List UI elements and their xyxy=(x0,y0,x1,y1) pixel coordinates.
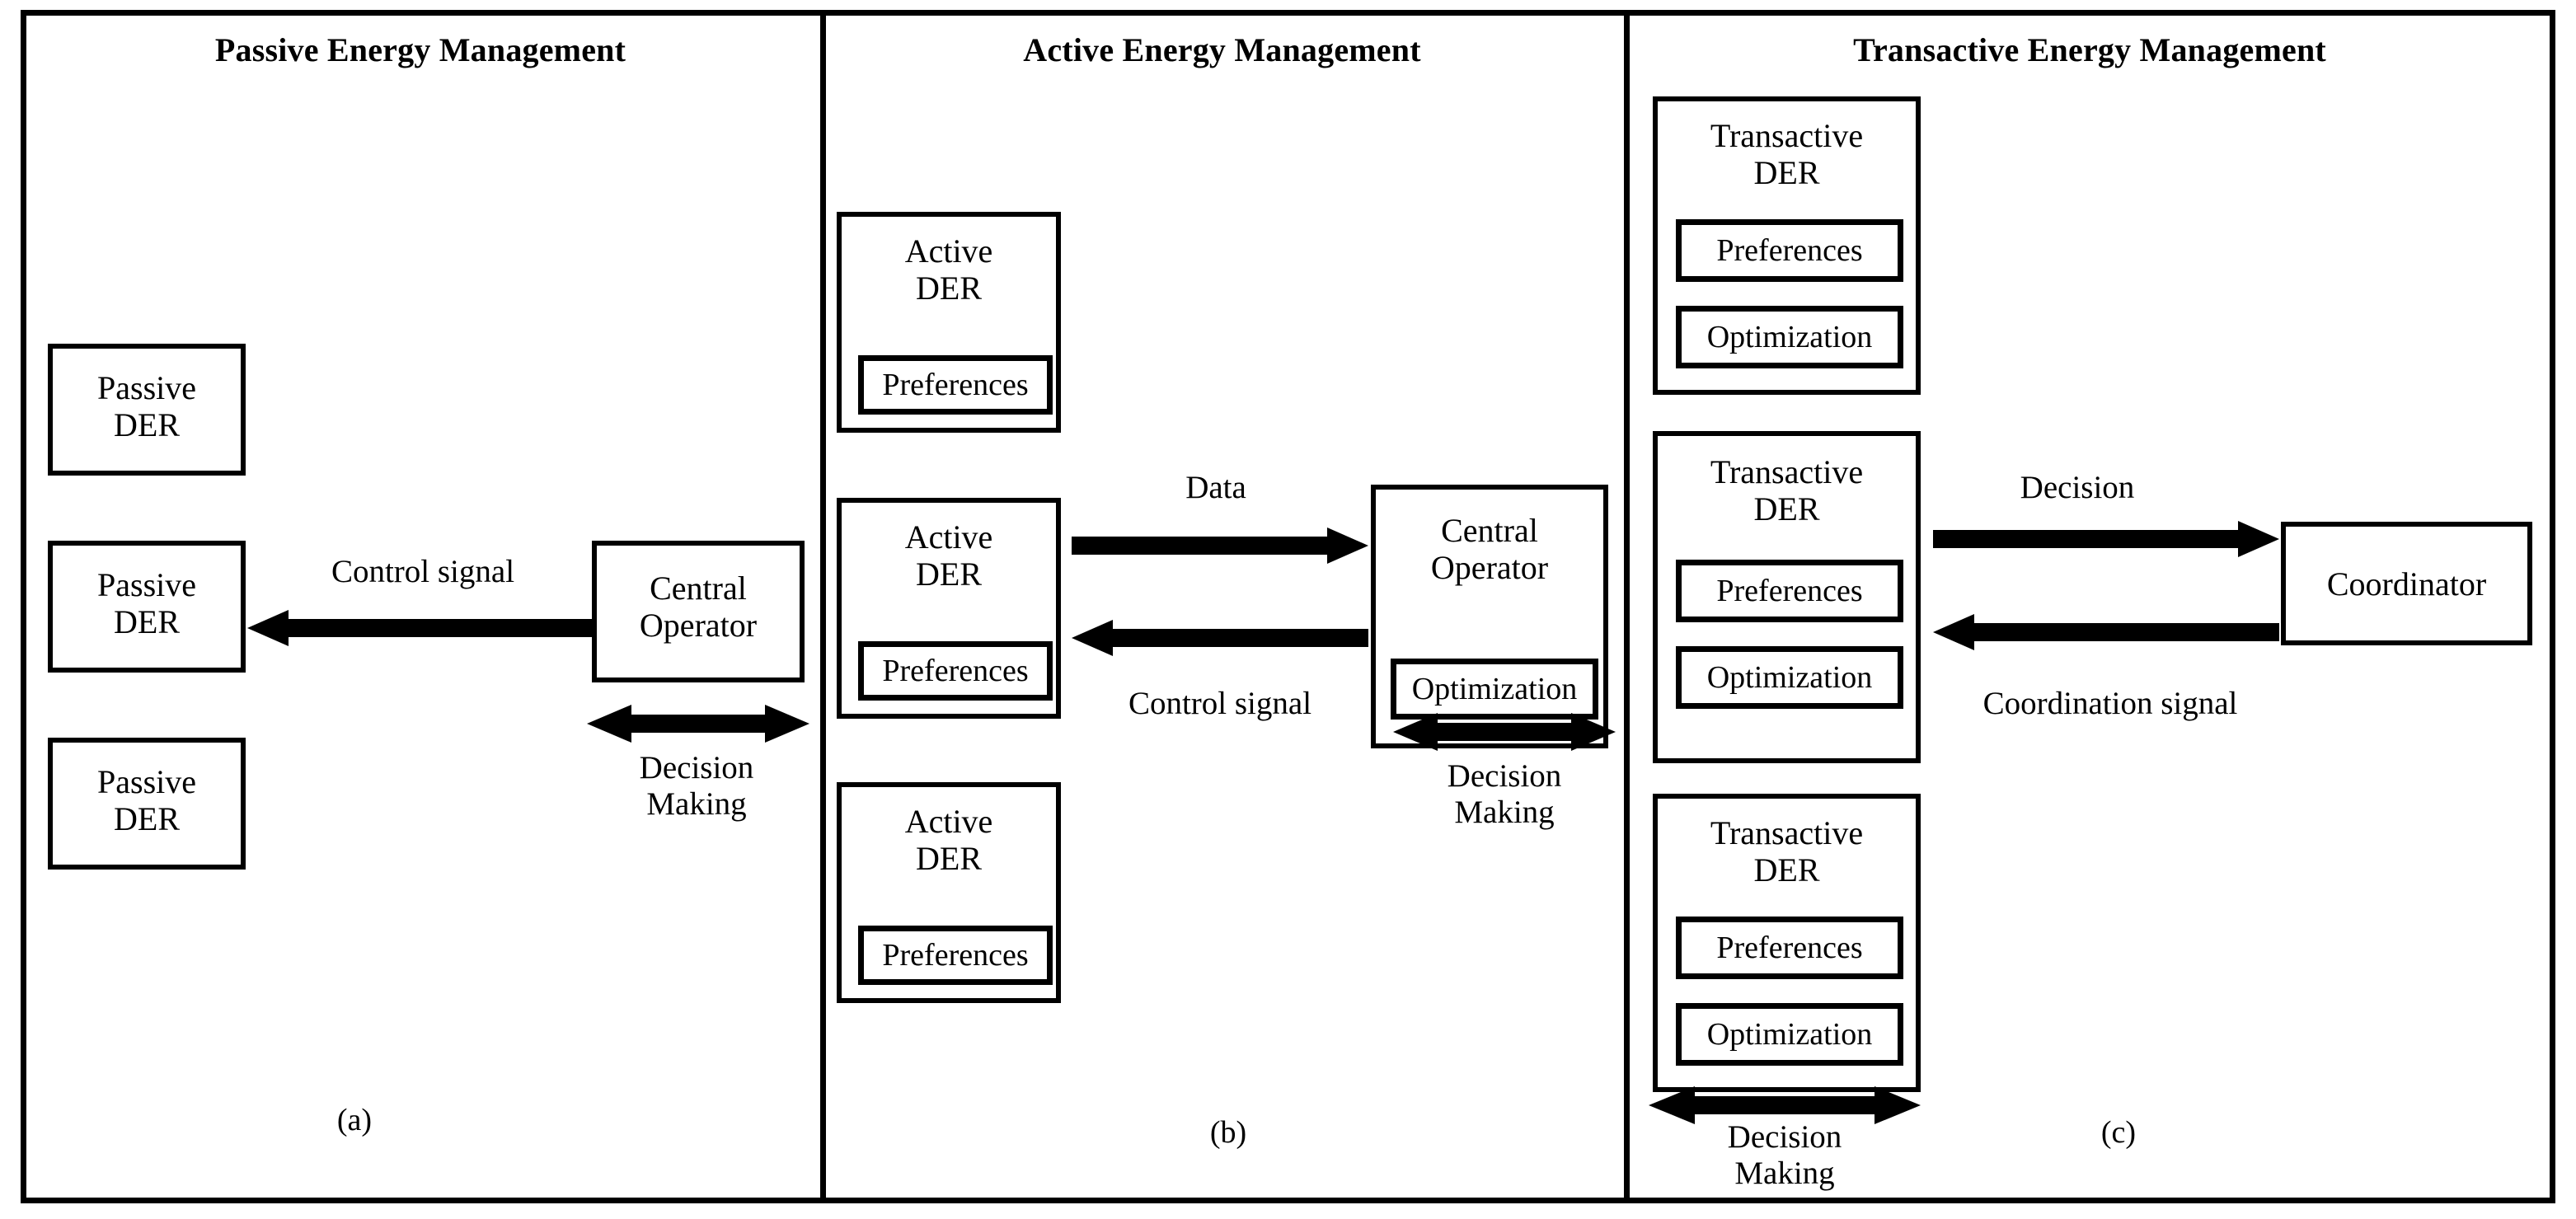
panel-b-central-operator-title-line2: Operator xyxy=(1430,548,1549,586)
panel-c-title: Transactive Energy Management xyxy=(1853,31,2326,68)
transactive-der-2-preferences-box[interactable]: Preferences xyxy=(1676,560,1903,622)
active-der-1-title-line1: Active xyxy=(904,232,993,270)
panel-b-central-operator-title-line1: Central xyxy=(1441,512,1538,549)
active-der-1-box[interactable]: Active DER Preferences xyxy=(837,212,1061,433)
active-der-2-box[interactable]: Active DER Preferences xyxy=(837,498,1061,719)
passive-der-2-title-line1: Passive xyxy=(97,566,196,603)
panel-c-decision-making-label-line2: Making xyxy=(1734,1155,1835,1191)
panel-divider-a-b xyxy=(820,10,826,1203)
panel-a-control-signal-arrow xyxy=(247,610,594,646)
panel-b-central-operator-box[interactable]: Central Operator Optimization xyxy=(1371,485,1608,748)
passive-der-2-title-line2: DER xyxy=(114,602,180,640)
transactive-der-1-title-line1: Transactive xyxy=(1710,117,1864,154)
active-der-1-preferences-box[interactable]: Preferences xyxy=(858,355,1053,415)
transactive-der-1-title-line2: DER xyxy=(1753,153,1820,191)
panel-c-coordination-signal-label: Coordination signal xyxy=(1982,686,2238,721)
transactive-der-1-preferences-box[interactable]: Preferences xyxy=(1676,219,1903,282)
panel-c-caption: (c) xyxy=(2100,1115,2137,1150)
passive-der-3-title-line1: Passive xyxy=(97,763,196,800)
passive-der-3-title-line2: DER xyxy=(114,799,180,837)
transactive-der-3-optimization-label: Optimization xyxy=(1706,1017,1873,1052)
active-der-1-preferences-label: Preferences xyxy=(882,368,1029,402)
transactive-der-3-title-line2: DER xyxy=(1753,851,1820,888)
panel-b-optimization-box[interactable]: Optimization xyxy=(1391,659,1598,720)
passive-der-1-title-line2: DER xyxy=(114,406,180,443)
panel-b-decision-making-arrow xyxy=(1393,713,1616,751)
panel-a-central-operator-title-line2: Operator xyxy=(639,606,758,644)
transactive-der-2-optimization-box[interactable]: Optimization xyxy=(1676,646,1903,709)
active-der-2-title-line1: Active xyxy=(904,518,993,556)
transactive-der-2-title-line2: DER xyxy=(1753,490,1820,527)
panel-c-decision-making-label-line1: Decision xyxy=(1727,1119,1842,1155)
panel-a-decision-making-label-line2: Making xyxy=(646,785,747,822)
panel-b-data-label: Data xyxy=(1185,470,1246,505)
active-der-3-preferences-label: Preferences xyxy=(882,938,1029,973)
panel-b-decision-making-label-line2: Making xyxy=(1454,794,1555,830)
panel-a-decision-making-label-line1: Decision xyxy=(639,750,754,785)
active-der-1-title-line2: DER xyxy=(916,269,982,307)
transactive-der-3-title-line1: Transactive xyxy=(1710,814,1864,851)
transactive-der-1-preferences-label: Preferences xyxy=(1716,233,1863,268)
panel-b-control-signal-label: Control signal xyxy=(1128,686,1312,721)
panel-a-decision-making-arrow xyxy=(587,705,809,743)
active-der-3-preferences-box[interactable]: Preferences xyxy=(858,926,1053,985)
transactive-der-2-optimization-label: Optimization xyxy=(1706,660,1873,695)
coordinator-box[interactable]: Coordinator xyxy=(2281,522,2532,645)
panel-b-title: Active Energy Management xyxy=(1023,31,1421,68)
transactive-der-1-optimization-box[interactable]: Optimization xyxy=(1676,306,1903,368)
transactive-der-1-optimization-label: Optimization xyxy=(1706,320,1873,354)
panel-c-decision-making-label: Decision Making xyxy=(1665,1119,1904,1191)
panel-a-caption: (a) xyxy=(336,1103,373,1137)
panel-a-decision-making-label: Decision Making xyxy=(577,750,816,822)
panel-a-central-operator-title-line1: Central xyxy=(650,570,747,607)
panel-c-coordination-signal-arrow xyxy=(1933,614,2279,650)
transactive-der-3-preferences-label: Preferences xyxy=(1716,931,1863,965)
panel-b-caption: (b) xyxy=(1209,1115,1247,1150)
panel-c-decision-arrow xyxy=(1933,521,2279,557)
panel-b-data-arrow xyxy=(1072,527,1368,564)
panel-divider-b-c xyxy=(1624,10,1630,1203)
transactive-der-2-preferences-label: Preferences xyxy=(1716,574,1863,608)
active-der-2-title-line2: DER xyxy=(916,555,982,593)
panel-b-decision-making-label-line1: Decision xyxy=(1447,758,1562,794)
panel-c-decision-label: Decision xyxy=(2020,470,2135,505)
transactive-der-3-box[interactable]: Transactive DER Preferences Optimization xyxy=(1653,794,1921,1092)
panel-c-decision-making-arrow xyxy=(1649,1086,1921,1124)
transactive-der-3-preferences-box[interactable]: Preferences xyxy=(1676,917,1903,979)
panel-a-title: Passive Energy Management xyxy=(214,31,626,68)
transactive-der-2-title-line1: Transactive xyxy=(1710,453,1864,490)
active-der-2-preferences-box[interactable]: Preferences xyxy=(858,641,1053,701)
passive-der-1-title-line1: Passive xyxy=(97,369,196,406)
panel-b-control-signal-arrow xyxy=(1072,620,1368,656)
transactive-der-3-optimization-box[interactable]: Optimization xyxy=(1676,1003,1903,1066)
transactive-der-2-box[interactable]: Transactive DER Preferences Optimization xyxy=(1653,431,1921,763)
active-der-3-title-line1: Active xyxy=(904,803,993,840)
active-der-2-preferences-label: Preferences xyxy=(882,654,1029,688)
transactive-der-1-box[interactable]: Transactive DER Preferences Optimization xyxy=(1653,96,1921,395)
panel-a-central-operator-box[interactable]: Central Operator xyxy=(592,541,805,682)
coordinator-title: Coordinator xyxy=(2326,565,2487,602)
figure-outer-frame xyxy=(21,10,2555,1203)
active-der-3-title-line2: DER xyxy=(916,839,982,877)
panel-b-optimization-label: Optimization xyxy=(1411,672,1578,706)
passive-der-3-box[interactable]: Passive DER xyxy=(48,738,246,870)
panel-b-decision-making-label: Decision Making xyxy=(1385,758,1624,830)
active-der-3-box[interactable]: Active DER Preferences xyxy=(837,782,1061,1003)
passive-der-1-box[interactable]: Passive DER xyxy=(48,344,246,476)
panel-a-control-signal-label: Control signal xyxy=(331,554,515,589)
passive-der-2-box[interactable]: Passive DER xyxy=(48,541,246,673)
